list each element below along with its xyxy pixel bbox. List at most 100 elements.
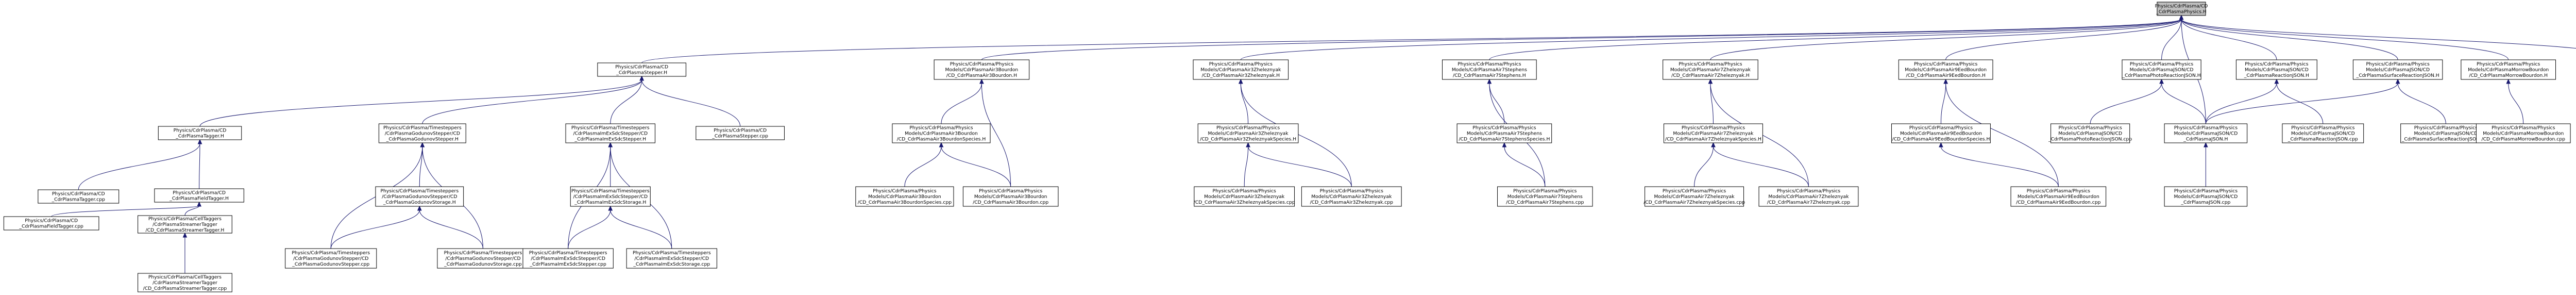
node-label-line: Physics/CdrPlasma/Physics bbox=[2174, 125, 2238, 131]
node-box bbox=[2235, 59, 2317, 80]
file-node-physics-cdrplasma-physicsmodels-cdrplasmaair9eedbourdon-cd-cdrplasmaair9eedbourdon-cpp[interactable]: Physics/CdrPlasma/PhysicsModels/CdrPlasm… bbox=[2010, 186, 2107, 207]
node-label-line: Models/CdrPlasmaJSON/CD bbox=[2291, 131, 2355, 137]
edge-n0-n11 bbox=[2179, 14, 2576, 49]
edge-n6-n20 bbox=[1940, 78, 1948, 124]
node-label-line: /CD_CdrPlasmaAir3ZheleznyakSpecies.H bbox=[1200, 137, 1296, 142]
node-box bbox=[855, 186, 954, 207]
file-node-physics-cdrplasma-physicsmodels-cdrplasmaair7stephens-cd-cdrplasmaair7stephensspecies-h[interactable]: Physics/CdrPlasma/PhysicsModels/CdrPlasm… bbox=[1456, 123, 1552, 143]
file-node-physics-cdrplasma-physicsmodels-cdrplasmaair3bourdon-cd-cdrplasmaair3bourdonspecies-h[interactable]: Physics/CdrPlasma/PhysicsModels/CdrPlasm… bbox=[892, 123, 991, 143]
file-node-physics-cdrplasma-physicsmodels-cdrplasmaair7stephens-cd-cdrplasmaair7stephens-h[interactable]: Physics/CdrPlasma/PhysicsModels/CdrPlasm… bbox=[1442, 59, 1537, 80]
file-node-physics-cdrplasma-physicsmodels-cdrplasmaair9eedbourdon-cd-cdrplasmaair9eedbourdonspecies-h[interactable]: Physics/CdrPlasma/PhysicsModels/CdrPlasm… bbox=[1891, 123, 1991, 143]
node-box bbox=[1456, 123, 1552, 143]
node-label-line: Physics/CdrPlasma/Physics bbox=[2130, 61, 2193, 67]
node-label-line: _CdrPlasmaSurfaceReactionJSON.H bbox=[2356, 73, 2439, 78]
node-label-line: _CdrPlasmaTagger.cpp bbox=[52, 197, 105, 203]
file-node-physics-cdrplasma-physicsmodels-cdrplasmajson-cd-cdrplasmajson-cpp[interactable]: Physics/CdrPlasma/PhysicsModels/CdrPlasm… bbox=[2164, 186, 2248, 207]
file-node-physics-cdrplasma-physicsmodels-cdrplasmajson-cd-cdrplasmajson-h[interactable]: Physics/CdrPlasma/PhysicsModels/CdrPlasm… bbox=[2164, 123, 2248, 143]
edge-arrowhead bbox=[979, 78, 984, 84]
edge-n1-n14 bbox=[610, 75, 644, 124]
node-label-line: Models/CdrPlasmaAir3Zheleznyak bbox=[1311, 194, 1392, 200]
node-label-line: Models/CdrPlasmaAir7Zheleznyak bbox=[1768, 194, 1849, 200]
node-label-line: /CD_CdrPlasmaAir3BourdonSpecies.H bbox=[897, 137, 986, 142]
file-node-physics-cdrplasma-timesteppers-cdrplasmaimexsdcstepper-cd-cdrplasmaimexsdcstorage-cpp[interactable]: Physics/CdrPlasma/Timesteppers/CdrPlasma… bbox=[626, 248, 717, 269]
file-node-physics-cdrplasma-physicsmodels-cdrplasmajson-cd-cdrplasmaphotoreactionjson-cpp[interactable]: Physics/CdrPlasma/PhysicsModels/CdrPlasm… bbox=[2048, 123, 2132, 143]
node-label-line: Physics/CdrPlasma/CD bbox=[2155, 4, 2208, 9]
file-node-physics-cdrplasma-physicsmodels-cdrplasmaair9eedbourdon-cd-cdrplasmaair9eedbourdon-h[interactable]: Physics/CdrPlasma/PhysicsModels/CdrPlasm… bbox=[1898, 59, 1993, 80]
file-node-physics-cdrplasma-cd-cdrplasmastepper-cpp[interactable]: Physics/CdrPlasma/CD_CdrPlasmaStepper.cp… bbox=[696, 126, 785, 140]
node-label-line: /CD_CdrPlasmaAir9EedBourdonSpecies.H bbox=[1892, 137, 1990, 142]
edge-layer bbox=[51, 14, 2576, 273]
root-file-node: Physics/CdrPlasma/CD_CdrPlasmaPhysics.H bbox=[2155, 2, 2208, 16]
node-label-line: _CdrPlasmaFieldTagger.H bbox=[169, 196, 229, 202]
file-node-physics-cdrplasma-cd-cdrplasmatagger-h[interactable]: Physics/CdrPlasma/CD_CdrPlasmaTagger.H bbox=[158, 126, 242, 140]
node-label-line: Models/CdrPlasmaAir7Zheleznyak bbox=[1673, 131, 1754, 137]
node-box bbox=[1758, 186, 1859, 207]
edge-line bbox=[419, 209, 483, 249]
file-node-physics-cdrplasma-celltaggers-cdrplasmastreamertagger-cd-cdrplasmastreamertagger-h[interactable]: Physics/CdrPlasma/CellTaggers/CdrPlasmaS… bbox=[138, 215, 232, 234]
node-label-line: _CdrPlasmaSurfaceReactionJSON.cpp bbox=[2401, 137, 2490, 142]
file-node-physics-cdrplasma-physicsmodels-cdrplasmaair7zheleznyak-cd-cdrplasmaair7zheleznyakspecies-h[interactable]: Physics/CdrPlasma/PhysicsModels/CdrPlasm… bbox=[1663, 123, 1763, 143]
file-node-physics-cdrplasma-timesteppers-cdrplasmagodunovstepper-cd-cdrplasmagodunovstorage-h[interactable]: Physics/CdrPlasma/Timesteppers/CdrPlasma… bbox=[375, 186, 464, 207]
edge-line bbox=[1248, 146, 1352, 187]
node-label-line: Physics/CdrPlasma/Timesteppers bbox=[380, 188, 459, 194]
file-node-physics-cdrplasma-physicsmodels-cdrplasmajson-cd-cdrplasmaphotoreactionjson-h[interactable]: Physics/CdrPlasma/PhysicsModels/CdrPlasm… bbox=[2122, 59, 2201, 80]
node-label-line: /CD_CdrPlasmaAir7ZheleznyakSpecies.H bbox=[1665, 137, 1761, 142]
edge-line bbox=[1710, 83, 1714, 124]
node-label-line: Physics/CdrPlasma/Physics bbox=[1914, 61, 1977, 67]
file-node-physics-cdrplasma-timesteppers-cdrplasmagodunovstepper-cd-cdrplasmagodunovstepper-cpp[interactable]: Physics/CdrPlasma/Timesteppers/CdrPlasma… bbox=[285, 248, 377, 269]
file-node-physics-cdrplasma-physicsmodels-cdrplasmaair7zheleznyak-cd-cdrplasmaair7zheleznyak-h[interactable]: Physics/CdrPlasma/PhysicsModels/CdrPlasm… bbox=[1663, 59, 1758, 80]
node-box bbox=[285, 248, 377, 269]
file-node-physics-cdrplasma-celltaggers-cdrplasmastreamertagger-cd-cdrplasmastreamertagger-cpp[interactable]: Physics/CdrPlasma/CellTaggers/CdrPlasmaS… bbox=[138, 273, 232, 292]
file-node-physics-cdrplasma-physicsmodels-cdrplasmaair3zheleznyak-cd-cdrplasmaair3zheleznyak-cpp[interactable]: Physics/CdrPlasma/PhysicsModels/CdrPlasm… bbox=[1301, 186, 1402, 207]
file-node-physics-cdrplasma-timesteppers-cdrplasmagodunovstepper-cd-cdrplasmagodunovstorage-cpp[interactable]: Physics/CdrPlasma/Timesteppers/CdrPlasma… bbox=[437, 248, 529, 269]
edge-line bbox=[941, 146, 1011, 187]
node-label-line: _CdrPlasmaGodunovStorage.H bbox=[383, 200, 456, 205]
file-node-physics-cdrplasma-physicsmodels-cdrplasmajson-cd-cdrplasmasurfacereactionjson-h[interactable]: Physics/CdrPlasma/PhysicsModels/CdrPlasm… bbox=[2352, 59, 2443, 80]
node-label-line: Physics/CdrPlasma/CD bbox=[174, 128, 227, 134]
edge-arrowhead bbox=[1246, 142, 1250, 148]
edge-n7-n21 bbox=[2159, 78, 2206, 124]
file-node-physics-cdrplasma-physicsmodels-cdrplasmamorrowbourdon-cd-cdrplasmamorrowbourdon-cpp[interactable]: Physics/CdrPlasma/PhysicsModels/CdrPlasm… bbox=[2476, 123, 2571, 143]
file-node-physics-cdrplasma-cd-cdrplasmafieldtagger-cpp[interactable]: Physics/CdrPlasma/CD_CdrPlasmaFieldTagge… bbox=[3, 216, 99, 231]
node-label-line: _CdrPlasmaPhysics.H bbox=[2156, 9, 2207, 15]
file-node-physics-cdrplasma-timesteppers-cdrplasmaimexsdcstepper-cd-cdrplasmaimexsdcstorage-h[interactable]: Physics/CdrPlasma/Timesteppers/CdrPlasma… bbox=[570, 186, 651, 207]
node-box bbox=[3, 216, 99, 231]
edge-n20-n38 bbox=[1939, 142, 2059, 187]
node-label-line: /CD_CdrPlasmaAir3Bourdon.H bbox=[946, 73, 1017, 78]
node-label-line: Models/CdrPlasmaAir3Bourdon bbox=[868, 194, 941, 200]
node-label-line: /CdrPlasmaImExSdcStepper/CD bbox=[531, 256, 605, 261]
file-node-physics-cdrplasma-cd-cdrplasmastepper-h[interactable]: Physics/CdrPlasma/CD_CdrPlasmaStepper.H bbox=[597, 62, 686, 77]
node-label-line: _CdrPlasmaReactionJSON.cpp bbox=[2287, 137, 2358, 142]
file-node-physics-cdrplasma-physicsmodels-cdrplasmaair3bourdon-cd-cdrplasmaair3bourdonspecies-cpp[interactable]: Physics/CdrPlasma/PhysicsModels/CdrPlasm… bbox=[855, 186, 954, 207]
edge-line bbox=[2181, 19, 2398, 60]
file-node-physics-cdrplasma-physicsmodels-cdrplasmaair3bourdon-cd-cdrplasmaair3bourdon-cpp[interactable]: Physics/CdrPlasma/PhysicsModels/CdrPlasm… bbox=[962, 186, 1059, 207]
node-label-line: Physics/CdrPlasma/Physics bbox=[1216, 125, 1280, 131]
edge-n6-n38 bbox=[1943, 78, 2059, 187]
edge-line bbox=[1945, 83, 2059, 187]
file-node-physics-cdrplasma-physicsmodels-cdrplasmaair3zheleznyak-cd-cdrplasmaair3zheleznyakspecies-h[interactable]: Physics/CdrPlasma/PhysicsModels/CdrPlasm… bbox=[1197, 123, 1299, 143]
edge-arrowhead bbox=[1711, 142, 1716, 148]
node-label-line: /CdrPlasmaGodunovStepper/CD bbox=[385, 131, 460, 137]
node-label-line: Models/CdrPlasmaJSON/CD bbox=[2058, 131, 2122, 137]
file-node-physics-cdrplasma-physicsmodels-cdrplasmaair3bourdon-cd-cdrplasmaair3bourdon-h[interactable]: Physics/CdrPlasma/PhysicsModels/CdrPlasm… bbox=[934, 59, 1030, 80]
file-node-physics-cdrplasma-physicsmodels-cdrplasmaair3zheleznyak-cd-cdrplasmaair3zheleznyakspecies-cpp[interactable]: Physics/CdrPlasma/PhysicsModels/CdrPlasm… bbox=[1194, 186, 1295, 207]
edge-arrowhead bbox=[1943, 78, 1948, 84]
file-node-physics-cdrplasma-cd-cdrplasmatagger-cpp[interactable]: Physics/CdrPlasma/CD_CdrPlasmaTagger.cpp bbox=[38, 189, 120, 204]
file-node-physics-cdrplasma-physicsmodels-cdrplasmaair3zheleznyak-cd-cdrplasmaair3zheleznyak-h[interactable]: Physics/CdrPlasma/PhysicsModels/CdrPlasm… bbox=[1193, 59, 1289, 80]
file-node-physics-cdrplasma-timesteppers-cdrplasmaimexsdcstepper-cd-cdrplasmaimexsdcstepper-h[interactable]: Physics/CdrPlasma/Timesteppers/CdrPlasma… bbox=[565, 123, 655, 143]
edge-n2-n16 bbox=[941, 78, 984, 124]
file-node-physics-cdrplasma-timesteppers-cdrplasmaimexsdcstepper-cd-cdrplasmaimexsdcstepper-cpp[interactable]: Physics/CdrPlasma/Timesteppers/CdrPlasma… bbox=[522, 248, 614, 269]
node-label-line: Physics/CdrPlasma/Timesteppers bbox=[529, 250, 607, 256]
file-node-physics-cdrplasma-cd-cdrplasmafieldtagger-h[interactable]: Physics/CdrPlasma/CD_CdrPlasmaFieldTagge… bbox=[154, 188, 244, 203]
edge-arrowhead bbox=[1939, 142, 1943, 148]
edge-line bbox=[1710, 19, 2182, 60]
file-node-physics-cdrplasma-timesteppers-cdrplasmagodunovstepper-cd-cdrplasmagodunovstepper-h[interactable]: Physics/CdrPlasma/Timesteppers/CdrPlasma… bbox=[378, 123, 466, 143]
node-box bbox=[378, 123, 466, 143]
file-node-physics-cdrplasma-physicsmodels-cdrplasmaair7zheleznyak-cd-cdrplasmaair7zheleznyakspecies-cpp[interactable]: Physics/CdrPlasma/PhysicsModels/CdrPlasm… bbox=[1643, 186, 1745, 207]
edge-n2-n32 bbox=[979, 78, 1011, 187]
file-node-physics-cdrplasma-physicsmodels-cdrplasmaair7stephens-cd-cdrplasmaair7stephens-cpp[interactable]: Physics/CdrPlasma/PhysicsModels/CdrPlasm… bbox=[1497, 186, 1593, 207]
file-node-physics-cdrplasma-physicsmodels-cdrplasmaair7zheleznyak-cd-cdrplasmaair7zheleznyak-cpp[interactable]: Physics/CdrPlasma/PhysicsModels/CdrPlasm… bbox=[1758, 186, 1859, 207]
file-node-physics-cdrplasma-physicsmodels-cdrplasmajson-cd-cdrplasmareactionjson-h[interactable]: Physics/CdrPlasma/PhysicsModels/CdrPlasm… bbox=[2235, 59, 2317, 80]
file-node-physics-cdrplasma-physicsmodels-cdrplasmajson-cd-cdrplasmareactionjson-cpp[interactable]: Physics/CdrPlasma/PhysicsModels/CdrPlasm… bbox=[2282, 123, 2364, 143]
file-node-physics-cdrplasma-physicsmodels-cdrplasmamorrowbourdon-cd-cdrplasmamorrowbourdon-h[interactable]: Physics/CdrPlasma/PhysicsModels/CdrPlasm… bbox=[2461, 59, 2556, 80]
